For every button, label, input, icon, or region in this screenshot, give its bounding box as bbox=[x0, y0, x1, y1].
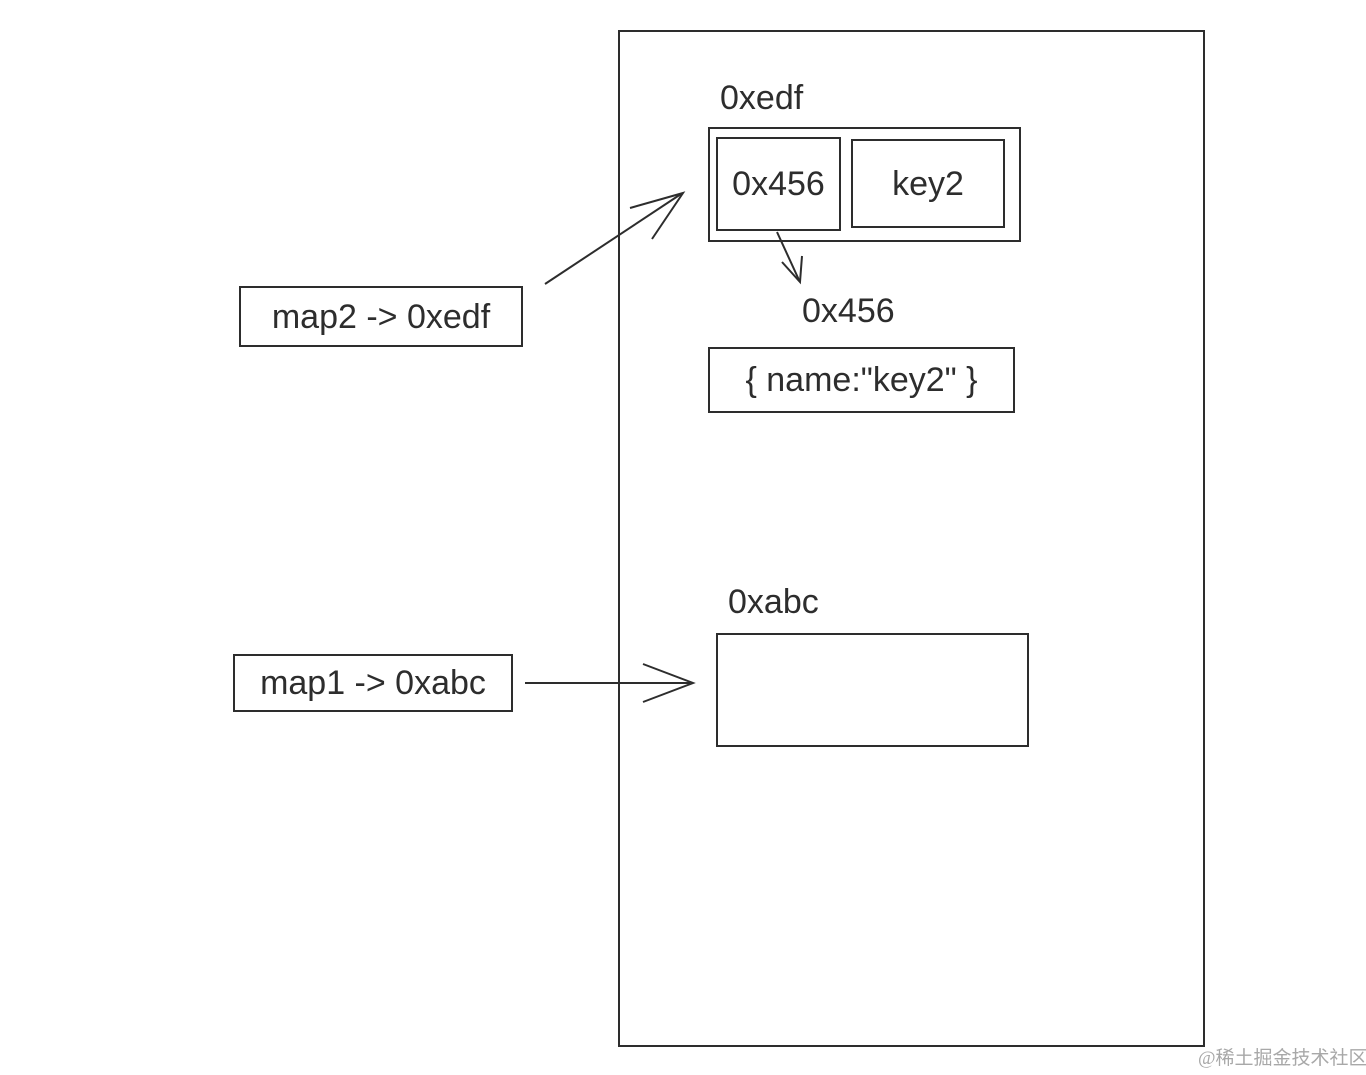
edf-entry-key-cell: key2 bbox=[851, 139, 1005, 228]
value-object-box: { name:"key2" } bbox=[708, 347, 1015, 413]
edf-entry-value-address-cell: 0x456 bbox=[716, 137, 841, 231]
map2-reference-text: map2 -> 0xedf bbox=[271, 297, 491, 336]
abc-address-label: 0xabc bbox=[728, 583, 819, 621]
site-watermark: @稀土掘金技术社区 bbox=[1198, 1048, 1366, 1069]
memory-region-rect bbox=[618, 30, 1205, 1047]
map2-reference-box: map2 -> 0xedf bbox=[239, 286, 523, 347]
value-address-label: 0x456 bbox=[802, 292, 895, 330]
edf-entry-value-address-text: 0x456 bbox=[732, 165, 825, 203]
value-object-text: { name:"key2" } bbox=[745, 361, 978, 399]
abc-empty-box bbox=[716, 633, 1029, 747]
edf-address-label: 0xedf bbox=[720, 79, 804, 117]
edf-entry-key-text: key2 bbox=[892, 164, 964, 203]
map1-reference-box: map1 -> 0xabc bbox=[233, 654, 513, 712]
map1-reference-text: map1 -> 0xabc bbox=[260, 664, 486, 702]
